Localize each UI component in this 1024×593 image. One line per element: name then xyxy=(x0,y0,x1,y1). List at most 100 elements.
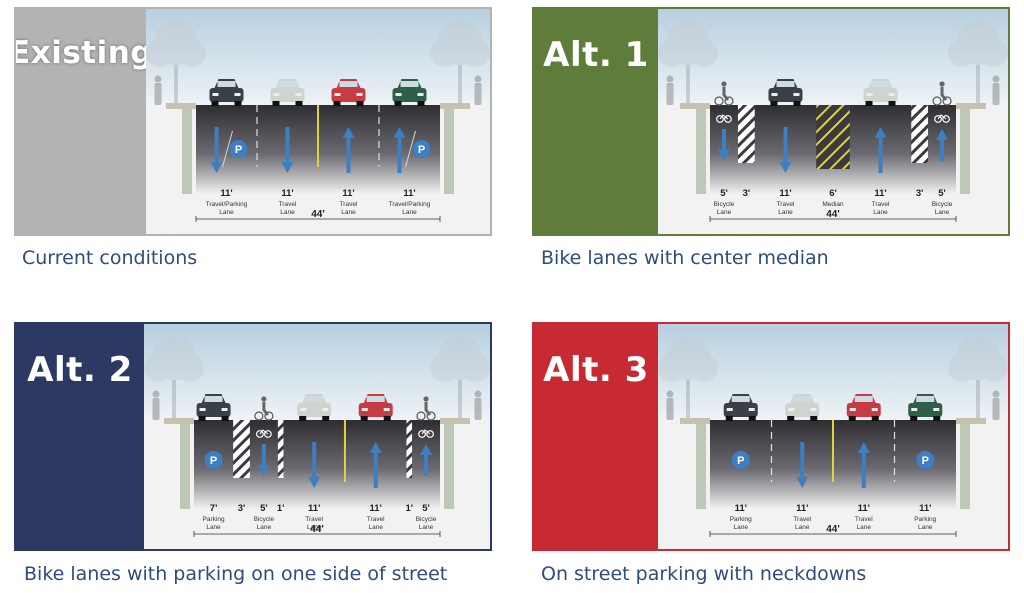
lane-width-label: 5' xyxy=(260,503,268,514)
lane-width-label: 11' xyxy=(220,188,232,199)
bicycle-symbol-icon xyxy=(716,114,732,123)
lane-label: Lane xyxy=(206,524,221,531)
parking-icon: P xyxy=(916,451,935,469)
slash-divider xyxy=(405,130,416,168)
planter-right xyxy=(960,424,970,509)
tree-icon xyxy=(658,21,718,105)
arrow-down-icon xyxy=(308,442,321,488)
caption-alt1: Bike lanes with center median xyxy=(541,247,829,269)
lane-label: Lane xyxy=(402,209,417,216)
total-width-label: 44' xyxy=(311,209,325,220)
bicycle-symbol-icon xyxy=(418,429,434,438)
lane-label: Bicycle xyxy=(416,516,437,523)
arrow-up-icon xyxy=(369,442,382,488)
lane-label: Lane xyxy=(935,209,950,216)
arrow-down-icon xyxy=(779,127,792,173)
tab-label-existing: Existing xyxy=(14,35,153,71)
arrow-down-icon xyxy=(717,129,730,161)
lane-width-label: 11' xyxy=(342,188,354,199)
lane-label: Travel xyxy=(777,201,795,208)
lane-width-label: 11' xyxy=(735,503,747,514)
tree-icon xyxy=(146,21,206,105)
car-icon xyxy=(846,394,881,421)
car-icon xyxy=(785,394,820,421)
lane-width-label: 11' xyxy=(858,503,870,514)
tab-label-alt1: Alt. 1 xyxy=(543,35,649,75)
car-icon xyxy=(908,394,943,421)
tab-alt1: Alt. 1 xyxy=(534,9,658,234)
lane-label: Lane xyxy=(873,209,888,216)
svg-text:P: P xyxy=(418,144,425,156)
sidewalk-left xyxy=(680,418,710,424)
lane-width-label: 3' xyxy=(238,503,246,514)
lane-width-label: 11' xyxy=(779,188,791,199)
cyclist-icon xyxy=(254,396,274,421)
lane-label: Parking xyxy=(730,516,752,523)
sky-background xyxy=(658,324,1008,420)
car-icon xyxy=(863,79,898,106)
parking-icon: P xyxy=(229,140,248,158)
total-width-label: 44' xyxy=(826,209,840,220)
pedestrian-icon xyxy=(154,75,162,105)
buffer-hatch xyxy=(911,105,929,163)
lane-width-label: 1' xyxy=(277,503,285,514)
tree-icon xyxy=(144,336,204,420)
total-width-label: 44' xyxy=(310,524,324,535)
pedestrian-icon xyxy=(992,390,1000,420)
buffer-hatch xyxy=(233,420,250,478)
buffer-hatch xyxy=(737,105,755,163)
lane-label: Lane xyxy=(717,209,732,216)
pedestrian-icon xyxy=(474,75,482,105)
sidewalk-right xyxy=(440,103,470,109)
parking-icon: P xyxy=(412,140,431,158)
lane-label: Lane xyxy=(341,209,356,216)
lane-width-label: 5' xyxy=(720,188,728,199)
sidewalk-left xyxy=(164,418,194,424)
lane-label: Lane xyxy=(307,524,322,531)
car-icon xyxy=(209,79,244,106)
cyclist-icon xyxy=(416,396,436,421)
tab-existing: Existing xyxy=(16,9,152,234)
lane-label: Lane xyxy=(419,524,434,531)
arrow-down-icon xyxy=(210,127,223,173)
lane-label: Median xyxy=(822,201,844,208)
lane-label: Bicycle xyxy=(714,201,735,208)
caption-existing: Current conditions xyxy=(22,247,198,269)
tab-label-alt3: Alt. 3 xyxy=(543,350,649,390)
sky-background xyxy=(658,9,1008,105)
tree-icon xyxy=(948,21,1008,105)
lane-label: Parking xyxy=(203,516,225,523)
svg-text:P: P xyxy=(737,455,744,467)
lane-label: Travel xyxy=(793,516,811,523)
arrow-down-icon xyxy=(257,444,270,476)
arrow-up-icon xyxy=(420,444,433,476)
planter-left xyxy=(696,424,706,509)
lane-label: Lane xyxy=(795,524,810,531)
parking-icon: P xyxy=(731,451,750,469)
lane-width-label: 11' xyxy=(919,503,931,514)
tab-label-alt2: Alt. 2 xyxy=(27,350,133,390)
car-icon xyxy=(196,394,231,421)
arrow-up-icon xyxy=(936,129,949,161)
pedestrian-icon xyxy=(992,75,1000,105)
arrow-up-icon xyxy=(342,127,355,173)
lane-width-label: 3' xyxy=(916,188,924,199)
pedestrian-icon xyxy=(666,75,674,105)
sidewalk-left xyxy=(166,103,196,109)
tab-alt2: Alt. 2 xyxy=(16,324,144,549)
total-width-label: 44' xyxy=(826,524,840,535)
car-icon xyxy=(768,79,803,106)
lane-label: Lane xyxy=(734,524,749,531)
sidewalk-right xyxy=(956,103,986,109)
lane-width-label: 7' xyxy=(210,503,218,514)
lane-label: Travel/Parking xyxy=(389,201,431,208)
tree-icon xyxy=(948,336,1008,420)
lane-label: Travel xyxy=(855,516,873,523)
